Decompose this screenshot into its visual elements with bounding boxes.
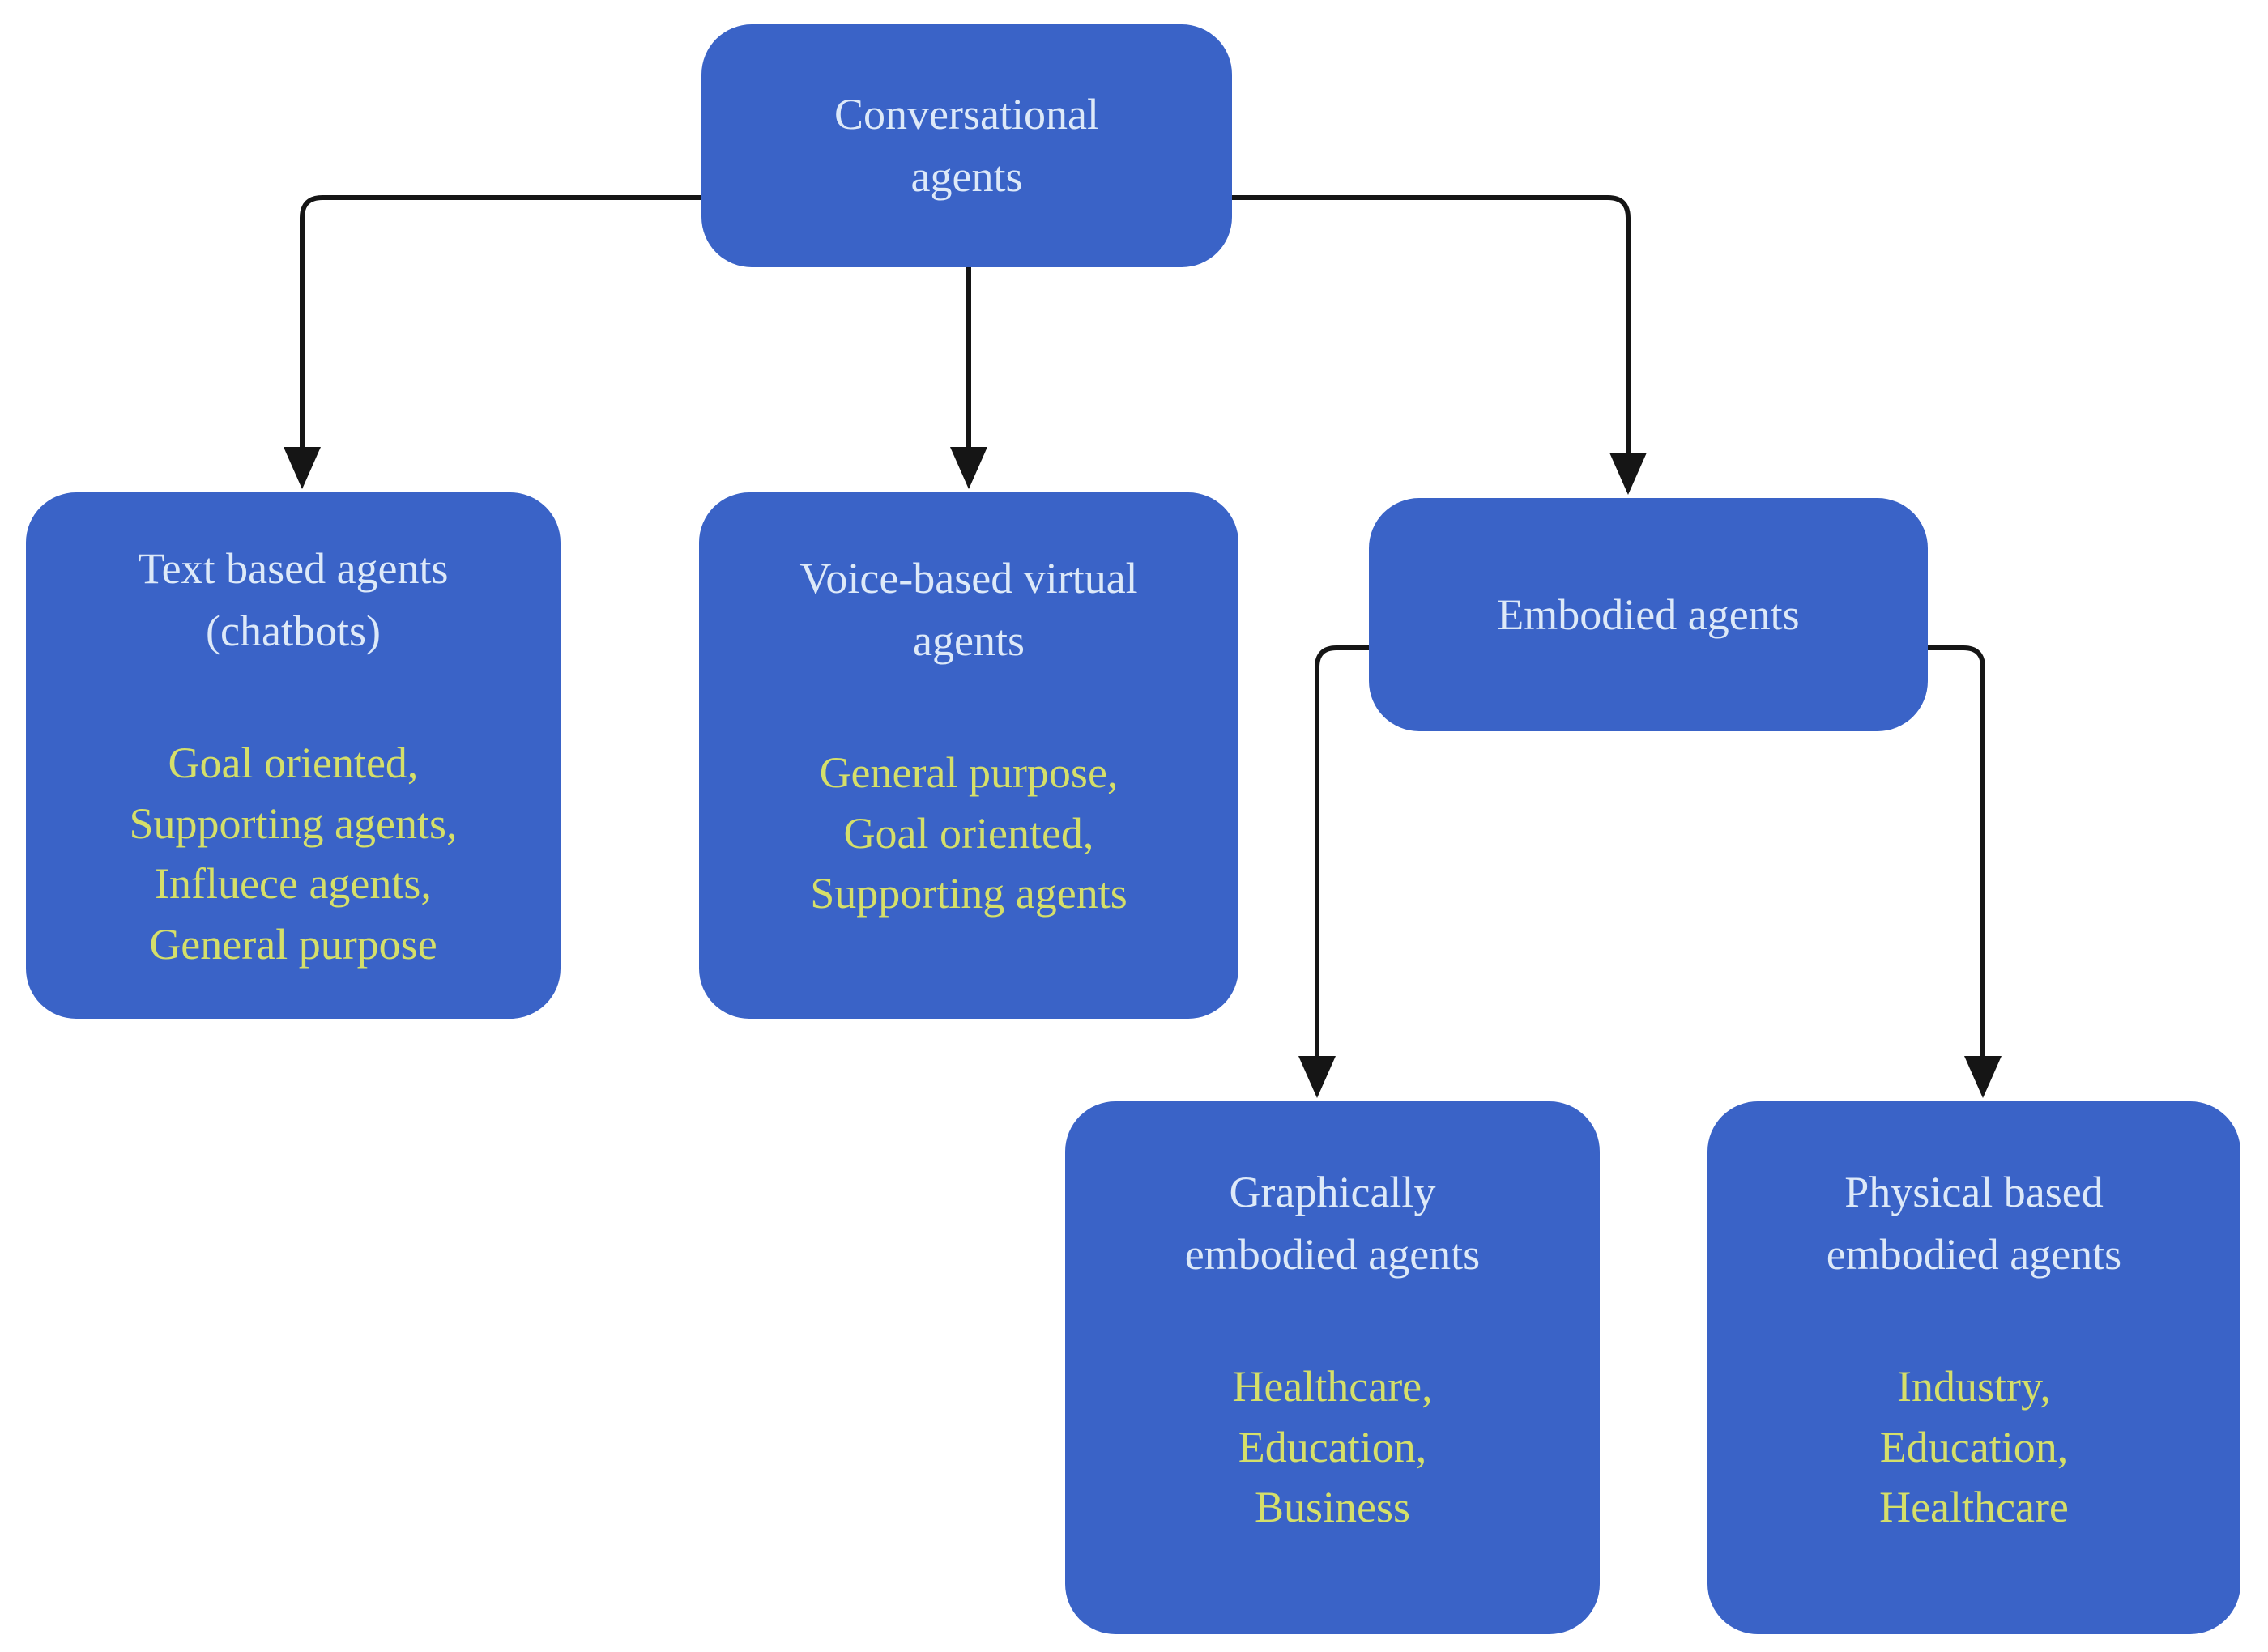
node-categories: Industry, Education, Healthcare — [1879, 1362, 2069, 1532]
node-physical-based-embodied-agents: Physical based embodied agents Industry,… — [1707, 1101, 2240, 1634]
node-title: Text based agents (chatbots) — [138, 544, 449, 655]
node-voice-based-virtual-agents: Voice-based virtual agents General purpo… — [699, 492, 1238, 1019]
node-categories: Goal oriented, Supporting agents, Influe… — [129, 739, 458, 969]
node-embodied-agents: Embodied agents — [1369, 498, 1928, 731]
node-graphically-embodied-agents: Graphically embodied agents Healthcare, … — [1065, 1101, 1600, 1634]
node-text-based-agents: Text based agents (chatbots) Goal orient… — [26, 492, 561, 1019]
arrowhead-embodied-to-graphical — [1298, 1056, 1336, 1098]
arrowhead-root-to-voice — [950, 447, 987, 489]
node-title: Voice-based virtual agents — [799, 554, 1138, 665]
node-conversational-agents: Conversational agents — [701, 24, 1232, 267]
arrowhead-root-to-embodied — [1609, 453, 1647, 495]
edge-embodied-to-physical — [1926, 645, 1985, 1059]
arrowhead-embodied-to-physical — [1964, 1056, 2002, 1098]
arrowhead-root-to-text — [284, 447, 321, 489]
node-title: Conversational agents — [834, 90, 1099, 201]
node-categories: Healthcare, Education, Business — [1232, 1362, 1433, 1532]
node-categories: General purpose, Goal oriented, Supporti… — [810, 748, 1128, 918]
node-title: Physical based embodied agents — [1826, 1168, 2122, 1279]
edge-root-to-embodied — [1232, 195, 1631, 456]
node-title: Embodied agents — [1497, 590, 1800, 639]
edge-embodied-to-graphical — [1315, 645, 1371, 1059]
edge-root-to-text — [300, 195, 701, 450]
node-title: Graphically embodied agents — [1184, 1168, 1481, 1279]
